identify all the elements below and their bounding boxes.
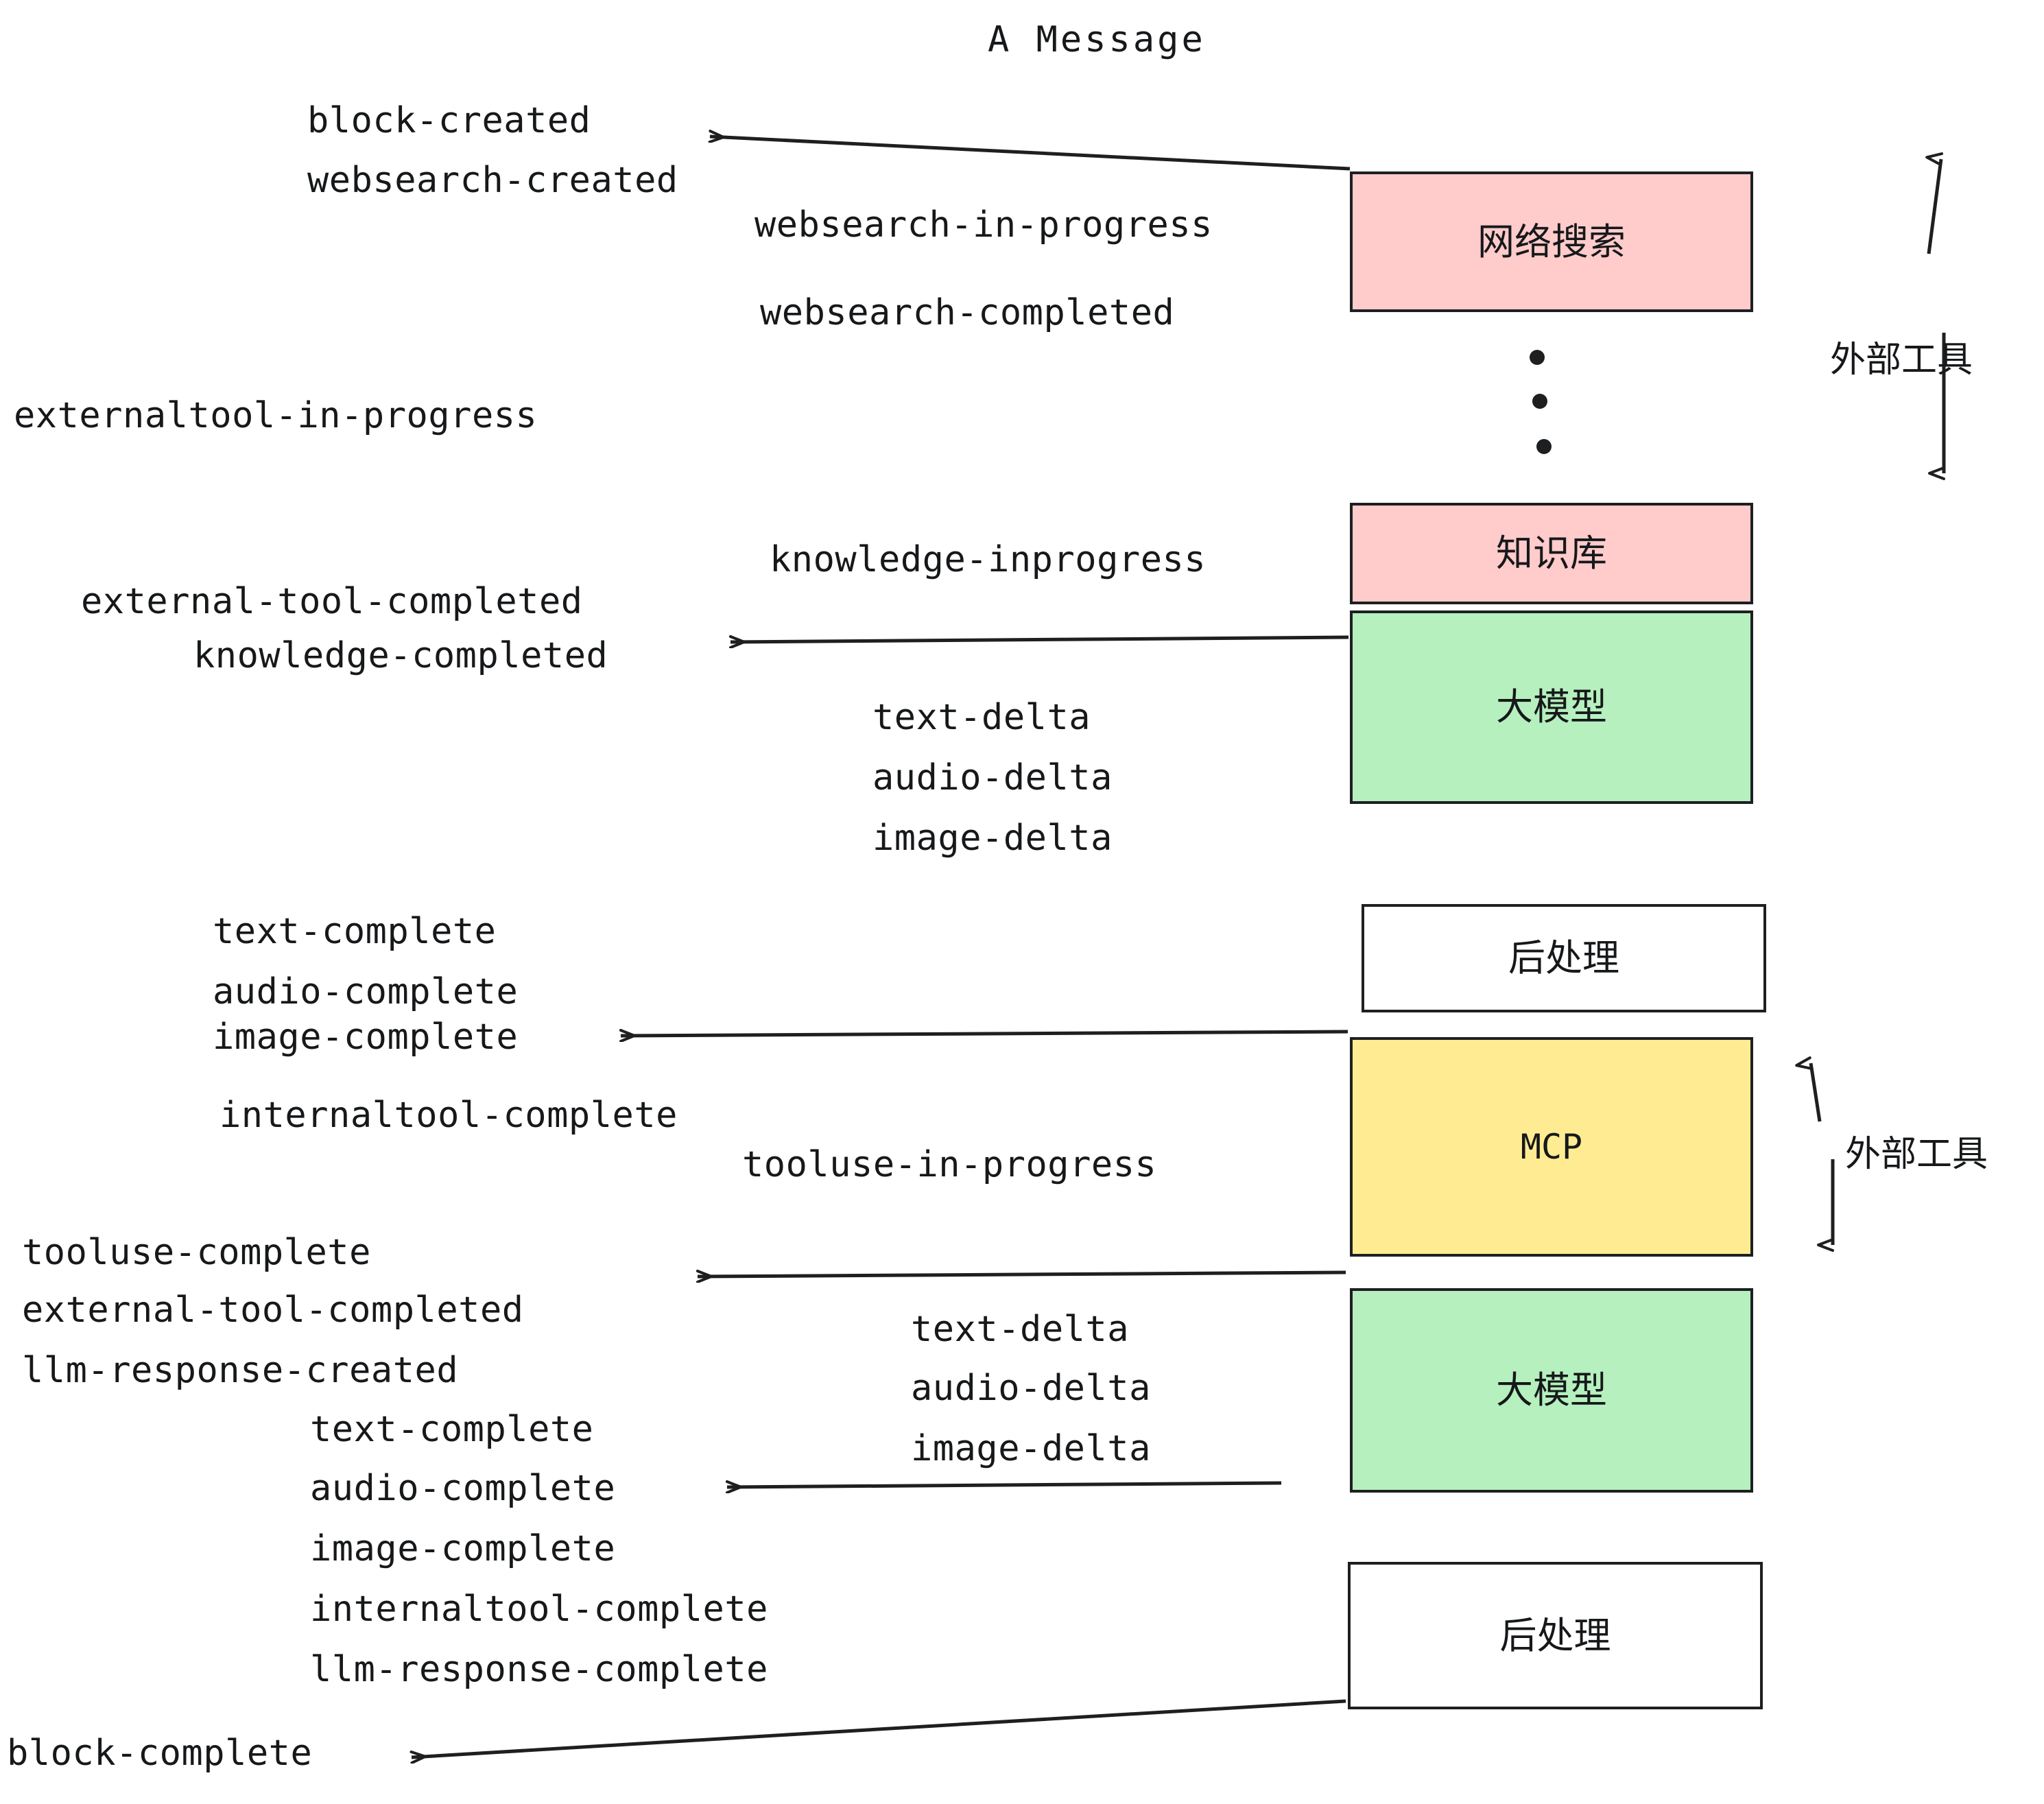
event-websearch-completed: websearch-completed bbox=[760, 292, 1175, 333]
node-llm-2-label: 大模型 bbox=[1496, 1368, 1607, 1412]
event-tooluse-in-progress: tooluse-in-progress bbox=[742, 1144, 1157, 1185]
event-block-complete: block-complete bbox=[7, 1733, 313, 1774]
event-audio-delta-1: audio-delta bbox=[872, 757, 1113, 798]
event-external-tool-completed-2: external-tool-completed bbox=[22, 1290, 524, 1331]
label-external-tools-bottom: 外部工具 bbox=[1845, 1134, 1988, 1175]
event-block-created: block-created bbox=[307, 100, 591, 141]
arrow-llm1-to-imagecomplete bbox=[621, 1032, 1348, 1036]
event-internaltool-complete-2: internaltool-complete bbox=[310, 1589, 768, 1630]
event-image-delta-2: image-delta bbox=[911, 1428, 1151, 1469]
event-internaltool-complete-1: internaltool-complete bbox=[219, 1095, 678, 1136]
node-websearch-label: 网络搜索 bbox=[1477, 219, 1626, 263]
event-image-complete-2: image-complete bbox=[310, 1528, 616, 1569]
event-tooluse-complete: tooluse-complete bbox=[22, 1232, 371, 1273]
node-postprocess-1[interactable]: 后处理 bbox=[1362, 904, 1766, 1012]
node-knowledge[interactable]: 知识库 bbox=[1350, 503, 1753, 604]
arrow-external-tools-bottom-up bbox=[1811, 1063, 1822, 1122]
node-websearch[interactable]: 网络搜索 bbox=[1350, 171, 1753, 312]
event-text-complete-2: text-complete bbox=[310, 1409, 594, 1450]
event-llm-response-complete: llm-response-complete bbox=[310, 1649, 768, 1690]
node-mcp-label: MCP bbox=[1520, 1127, 1583, 1167]
event-text-complete-1: text-complete bbox=[213, 911, 497, 952]
event-audio-complete-2: audio-complete bbox=[310, 1468, 616, 1509]
event-audio-delta-2: audio-delta bbox=[911, 1368, 1151, 1409]
arrow-llm2-to-audiocomplete bbox=[727, 1483, 1282, 1487]
event-text-delta-1: text-delta bbox=[872, 697, 1091, 738]
event-knowledge-inprogress: knowledge-inprogress bbox=[770, 539, 1207, 580]
event-knowledge-completed: knowledge-completed bbox=[193, 635, 608, 676]
node-llm-2[interactable]: 大模型 bbox=[1350, 1288, 1753, 1493]
event-externaltool-in-progress: externaltool-in-progress bbox=[14, 395, 538, 436]
page-title: A Message bbox=[988, 19, 1206, 60]
label-external-tools-top: 外部工具 bbox=[1830, 340, 1973, 381]
event-audio-complete-1: audio-complete bbox=[213, 971, 519, 1012]
arrow-external-tools-top-up bbox=[1929, 159, 1941, 254]
ellipsis-dot-2 bbox=[1532, 394, 1547, 409]
node-postprocess-2[interactable]: 后处理 bbox=[1348, 1562, 1763, 1709]
ellipsis-dot-1 bbox=[1530, 350, 1545, 365]
event-image-delta-1: image-delta bbox=[872, 818, 1113, 859]
node-postprocess-1-label: 后处理 bbox=[1508, 936, 1619, 980]
node-llm-1[interactable]: 大模型 bbox=[1350, 610, 1753, 804]
event-text-delta-2: text-delta bbox=[911, 1309, 1130, 1350]
node-mcp[interactable]: MCP bbox=[1350, 1037, 1753, 1257]
event-websearch-created: websearch-created bbox=[307, 160, 678, 201]
node-llm-1-label: 大模型 bbox=[1496, 685, 1607, 728]
node-knowledge-label: 知识库 bbox=[1496, 532, 1607, 575]
node-postprocess-2-label: 后处理 bbox=[1499, 1613, 1611, 1657]
ellipsis-dot-3 bbox=[1536, 439, 1552, 454]
arrow-mcp-to-tooluse bbox=[698, 1272, 1346, 1277]
arrow-websearch-to-blockcreated bbox=[710, 137, 1351, 171]
arrow-post2-to-blockcomplete bbox=[412, 1699, 1346, 1757]
event-external-tool-completed-1: external-tool-completed bbox=[81, 581, 583, 622]
event-websearch-in-progress: websearch-in-progress bbox=[754, 204, 1213, 246]
arrow-knowledge-to-knowledgecompleted bbox=[730, 637, 1349, 642]
event-image-complete-1: image-complete bbox=[213, 1017, 519, 1058]
event-llm-response-created: llm-response-created bbox=[22, 1350, 459, 1391]
